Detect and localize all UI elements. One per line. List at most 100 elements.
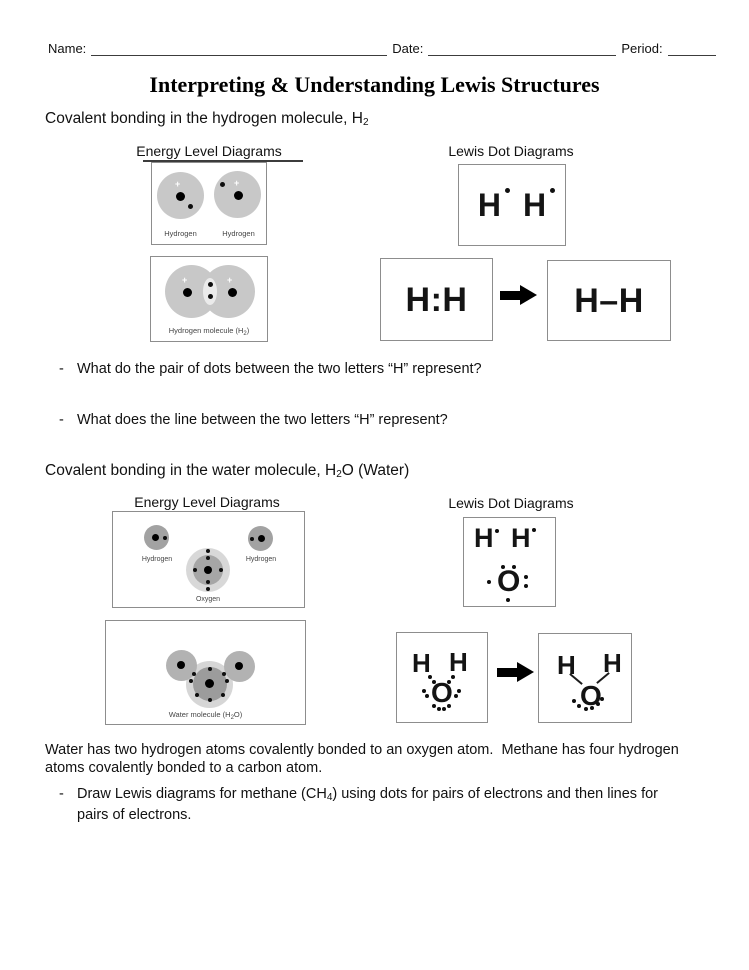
lewis-bond-line-box: H–H	[547, 260, 671, 341]
molecule-label: Hydrogen molecule (H2)	[151, 326, 267, 337]
lewis-column-title-2: Lewis Dot Diagrams	[448, 495, 574, 511]
energy-column-title-1: Energy Level Diagrams	[136, 143, 282, 159]
methane-question-start: Draw Lewis diagrams for methane (CH	[77, 786, 327, 802]
electron-dot	[487, 580, 491, 584]
period-blank-line	[667, 42, 716, 56]
question-text: What do the pair of dots between the two…	[77, 361, 482, 377]
h-letter: H	[477, 187, 501, 223]
lone-pair-dot	[425, 694, 429, 698]
molecule-label-end: O)	[233, 710, 243, 719]
h-letter: H	[449, 647, 468, 677]
hydrogen-atoms-energy-diagram: + + Hydrogen Hydrogen	[151, 162, 267, 245]
nucleus-dot	[235, 662, 243, 670]
date-label: Date:	[392, 41, 424, 56]
right-arrow-icon	[497, 662, 535, 683]
energy-title-underline	[143, 160, 303, 162]
atom-label: Hydrogen	[141, 556, 173, 563]
electron-dot	[495, 529, 499, 533]
lone-pair-dot	[584, 707, 588, 711]
water-heading-end: O (Water)	[341, 462, 410, 479]
lone-pair-dot	[577, 704, 581, 708]
lone-pair-dot	[442, 707, 446, 711]
o-letter: O	[497, 565, 521, 598]
molecule-label-text: Hydrogen molecule (H	[168, 326, 244, 335]
arrow-shaft	[500, 291, 520, 300]
water-atoms-energy-diagram: Hydrogen Hydrogen Oxygen	[112, 511, 305, 608]
water-molecule-energy-diagram: Water molecule (H2O)	[105, 620, 306, 725]
arrow-head	[520, 285, 537, 305]
h-letter: H	[412, 648, 431, 678]
bonding-electron-dot	[447, 680, 451, 684]
electron-dot	[195, 693, 199, 697]
bonding-electron-dot	[451, 675, 455, 679]
lone-pair-dot	[590, 706, 594, 710]
question-bullet: -	[59, 412, 64, 428]
lone-pair-dot	[596, 702, 600, 706]
date-blank-line	[428, 42, 617, 56]
lewis-h-symbol: H	[523, 188, 556, 221]
name-label: Name:	[48, 41, 87, 56]
electron-dot	[206, 556, 210, 560]
electron-dot	[206, 549, 210, 553]
right-arrow-icon	[500, 285, 538, 306]
question-bullet: -	[59, 786, 64, 802]
h-letter: H	[511, 523, 531, 553]
nucleus-dot	[205, 679, 214, 688]
electron-dot	[220, 182, 225, 187]
water-section-heading: Covalent bonding in the water molecule, …	[45, 462, 409, 480]
molecule-label-text: Water molecule (H	[168, 710, 231, 719]
molecule-label-subscript: 2	[230, 715, 234, 721]
lone-pair-dot	[454, 694, 458, 698]
lone-pair-dot	[600, 697, 604, 701]
shared-electron-dot	[208, 294, 213, 299]
h-letter: H	[557, 650, 576, 680]
electron-dot	[163, 536, 167, 540]
electron-dot	[506, 598, 510, 602]
water-heading-subscript: 2	[336, 469, 342, 480]
electron-dot	[188, 204, 193, 209]
page-title: Interpreting & Understanding Lewis Struc…	[149, 72, 600, 97]
molecule-label-end: )	[246, 326, 250, 335]
electron-dot	[512, 565, 516, 569]
question-text: What does the line between the two lette…	[77, 412, 448, 428]
hydrogen-section-heading: Covalent bonding in the hydrogen molecul…	[45, 110, 369, 128]
question-bullet: -	[59, 361, 64, 377]
hydrogen-heading-text: Covalent bonding in the hydrogen molecul…	[45, 110, 363, 127]
period-label: Period:	[621, 41, 663, 56]
electron-dot	[225, 679, 229, 683]
lone-pair-dot	[572, 699, 576, 703]
electron-dot	[524, 575, 528, 579]
water-heading-text: Covalent bonding in the water molecule, …	[45, 462, 337, 479]
h-letter: H	[603, 648, 622, 678]
electron-dot	[206, 580, 210, 584]
electron-dot	[550, 188, 556, 193]
electron-dot	[193, 568, 197, 572]
name-blank-line	[91, 42, 388, 56]
electron-dot	[250, 537, 254, 541]
h-dash-h-text: H–H	[574, 281, 644, 320]
nucleus-dot	[234, 191, 243, 200]
nucleus-dot	[177, 661, 185, 669]
electron-dot	[208, 698, 212, 702]
atom-label: Hydrogen	[245, 556, 277, 563]
lewis-h-symbol: H	[477, 187, 510, 223]
lewis-column-title-1: Lewis Dot Diagrams	[448, 143, 574, 159]
proton-plus-sign: +	[182, 275, 188, 285]
proton-plus-sign: +	[175, 179, 181, 189]
lone-pair-dot	[447, 704, 451, 708]
nucleus-dot	[176, 192, 185, 201]
electron-dot	[532, 528, 536, 532]
nucleus-dot	[228, 288, 237, 297]
atom-label: Hydrogen	[222, 229, 255, 238]
lewis-shared-dots-box: H:H	[380, 258, 493, 341]
molecule-label-subscript: 2	[243, 331, 247, 337]
lewis-hydrogen-atoms-box: H H	[458, 164, 566, 246]
lewis-water-dots-box: H H O	[396, 632, 488, 723]
nucleus-dot	[258, 535, 265, 542]
electron-dot	[206, 587, 210, 591]
atom-label: Oxygen	[195, 596, 221, 603]
methane-question-end: ) using dots for pairs of electrons and …	[77, 786, 658, 823]
electron-dot	[222, 672, 226, 676]
methane-question-text: Draw Lewis diagrams for methane (CH4) us…	[77, 786, 677, 824]
energy-column-title-2: Energy Level Diagrams	[134, 494, 280, 510]
